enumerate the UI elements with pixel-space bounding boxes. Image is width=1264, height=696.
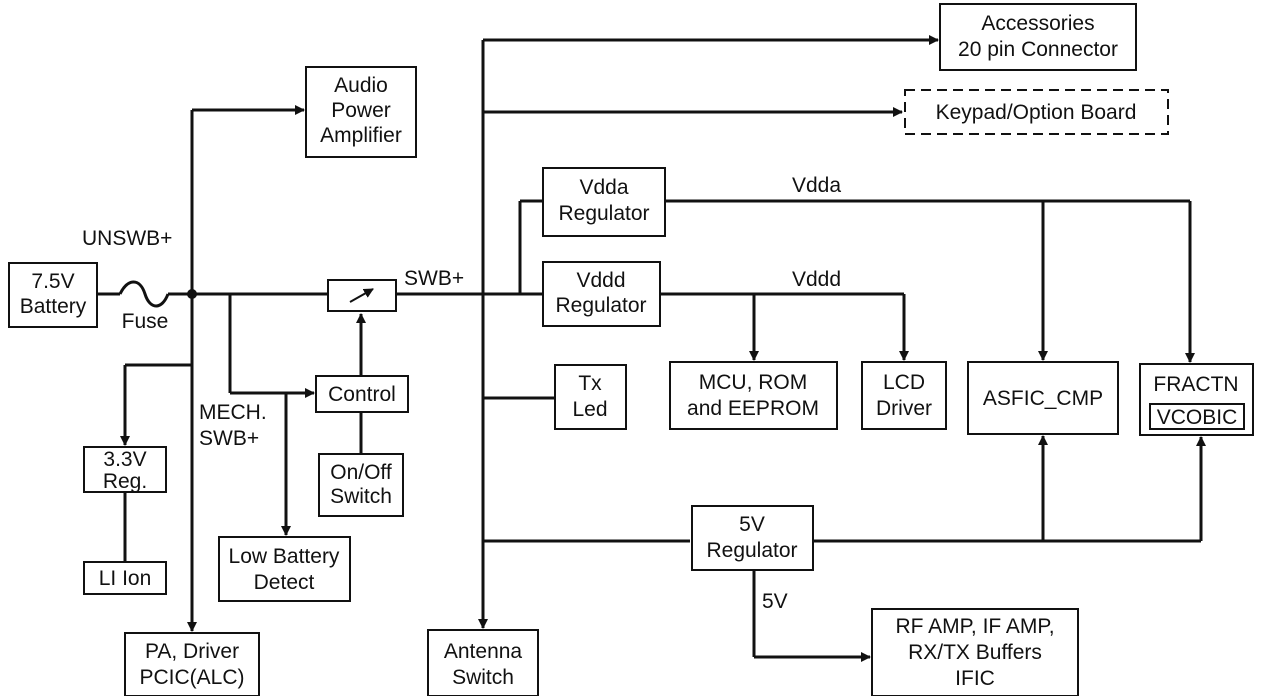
reg5v-line-1: 5V (739, 513, 765, 536)
control-label: Control (328, 383, 396, 406)
tx-led-line-2: Led (572, 398, 607, 421)
asfic-label: ASFIC_CMP (983, 387, 1103, 410)
vdda-reg-line-1: Vdda (579, 176, 628, 199)
tx-led-line-1: Tx (578, 372, 602, 395)
vddd-reg-line-1: Vddd (576, 269, 625, 292)
reg33-line-2: Reg. (103, 470, 147, 493)
battery-block: 7.5V Battery (8, 262, 98, 328)
fractn-block: FRACTN VCOBIC (1139, 363, 1254, 436)
keypad-label: Keypad/Option Board (936, 101, 1137, 124)
reg5v-line-2: Regulator (706, 539, 797, 562)
fractn-label: FRACTN (1153, 373, 1238, 396)
lcd-line-1: LCD (883, 371, 925, 394)
rf-line-2: RX/TX Buffers (908, 641, 1042, 664)
antenna-line-1: Antenna (444, 640, 523, 663)
mech-label-line-2: SWB+ (199, 427, 259, 450)
pa-driver-line-1: PA, Driver (145, 640, 239, 663)
lcd-driver-block: LCD Driver (861, 361, 947, 430)
low-batt-line-1: Low Battery (229, 545, 340, 568)
low-batt-line-2: Detect (254, 571, 315, 594)
vddd-reg-line-2: Regulator (555, 294, 646, 317)
electronic-switch (327, 279, 397, 312)
vdda-regulator-block: Vdda Regulator (542, 167, 666, 237)
li-ion-block: LI Ion (83, 561, 167, 595)
swb-label: SWB+ (404, 267, 464, 290)
battery-line-1: 7.5V (31, 270, 74, 293)
onoff-line-1: On/Off (330, 461, 392, 484)
tx-led-block: Tx Led (554, 364, 627, 430)
vcobic-sub-block (1149, 403, 1245, 430)
mcu-line-1: MCU, ROM (699, 371, 808, 394)
accessories-line-2: 20 pin Connector (958, 38, 1118, 61)
onoff-switch-block: On/Off Switch (318, 453, 404, 517)
li-ion-label: LI Ion (99, 567, 152, 590)
audio-amp-line-3: Amplifier (320, 124, 402, 147)
accessories-block: Accessories 20 pin Connector (939, 3, 1137, 71)
lcd-line-2: Driver (876, 397, 932, 420)
rf-line-3: IFIC (955, 667, 995, 690)
battery-line-2: Battery (20, 295, 87, 318)
unswb-label: UNSWB+ (82, 227, 172, 250)
vddd-regulator-block: Vddd Regulator (542, 261, 661, 327)
reg5v-block: 5V Regulator (691, 505, 814, 571)
vdda-reg-line-2: Regulator (558, 202, 649, 225)
pa-driver-line-2: PCIC(ALC) (139, 666, 244, 689)
rf-block: RF AMP, IF AMP, RX/TX Buffers IFIC (871, 608, 1079, 696)
audio-amp-line-2: Power (331, 99, 391, 122)
vddd-net-label: Vddd (792, 268, 841, 291)
switch-arrow-icon (349, 288, 374, 303)
fuse-label: Fuse (122, 310, 169, 333)
antenna-switch-block: Antenna Switch (427, 629, 539, 696)
pa-driver-block: PA, Driver PCIC(ALC) (124, 632, 260, 696)
reg33-block: 3.3V Reg. (83, 446, 167, 493)
v5-net-label: 5V (762, 590, 788, 613)
asfic-block: ASFIC_CMP (967, 361, 1119, 435)
low-battery-block: Low Battery Detect (218, 536, 351, 602)
mcu-block: MCU, ROM and EEPROM (669, 361, 838, 430)
fuse-symbol (118, 280, 170, 308)
mech-label-line-1: MECH. (199, 401, 267, 424)
wires (97, 35, 1206, 662)
vdda-net-label: Vdda (792, 174, 841, 197)
onoff-line-2: Switch (330, 485, 392, 508)
accessories-line-1: Accessories (981, 12, 1094, 35)
audio-amp-line-1: Audio (334, 74, 388, 97)
net-labels: UNSWB+ Fuse SWB+ MECH. SWB+ Vdda Vddd 5V (82, 174, 841, 613)
rf-line-1: RF AMP, IF AMP, (895, 615, 1054, 638)
mcu-line-2: and EEPROM (687, 397, 819, 420)
audio-amp-block: Audio Power Amplifier (305, 66, 417, 158)
antenna-line-2: Switch (452, 666, 514, 689)
control-block: Control (315, 375, 409, 413)
keypad-block: Keypad/Option Board (904, 89, 1169, 135)
vcobic-label: VCOBIC (1157, 406, 1238, 429)
reg33-line-1: 3.3V (103, 448, 146, 471)
